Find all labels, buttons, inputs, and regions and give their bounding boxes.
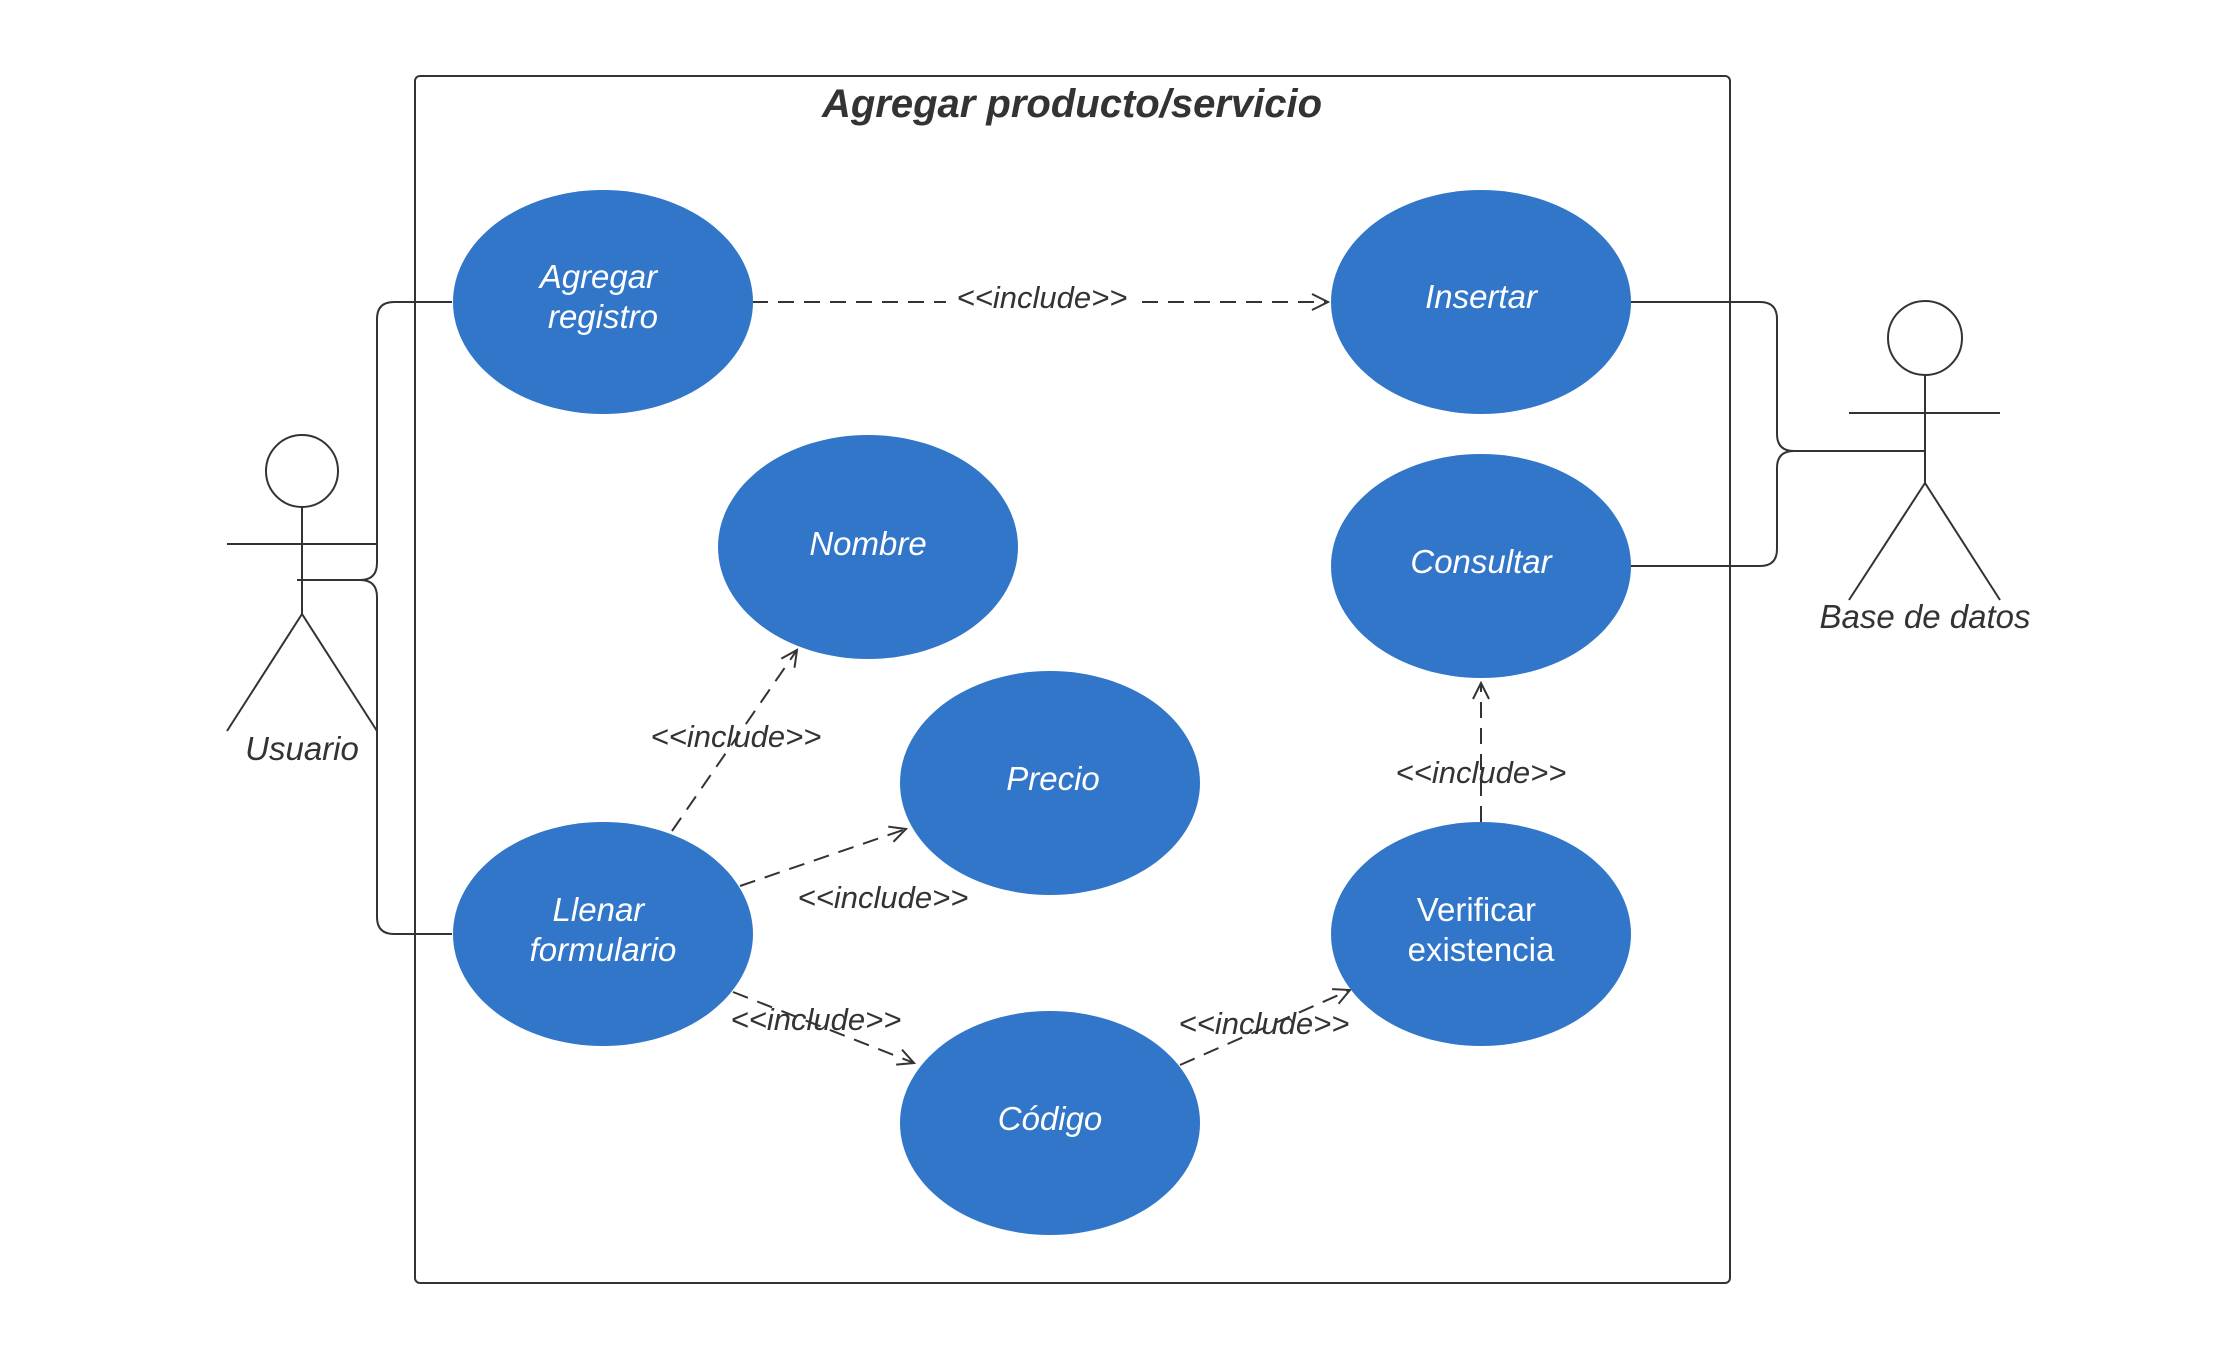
include-codigo-verificar	[1179, 990, 1350, 1066]
use-case-label-line1: Verificar	[1417, 891, 1536, 928]
use-case-precio[interactable]: Precio	[900, 671, 1200, 895]
association-usuario-llenar-formulario	[297, 579, 452, 935]
svg-text:Verificar existencia: Verificar existencia	[1408, 891, 1555, 968]
use-case-insertar[interactable]: Insertar	[1331, 190, 1631, 414]
actor-head	[265, 434, 339, 508]
svg-text:Agregar registro: Agregar registro	[538, 258, 667, 335]
actor-usuario	[226, 434, 378, 732]
use-case-label-line2: registro	[548, 298, 658, 335]
association-bd-insertar	[1630, 301, 1925, 452]
use-case-verificar-existencia[interactable]: Verificar existencia	[1331, 822, 1631, 1046]
include-labels: <<include>> <<include>> <<include>> <<in…	[651, 277, 1567, 1041]
include-label-llenar-precio: <<include>>	[798, 880, 969, 915]
use-case-agregar-registro[interactable]: Agregar registro	[453, 190, 753, 414]
actor-right-leg	[301, 613, 378, 732]
include-llenar-nombre	[671, 650, 797, 832]
use-case-label: Insertar	[1425, 278, 1539, 315]
use-case-llenar-formulario[interactable]: Llenar formulario	[453, 822, 753, 1046]
actor-right-leg	[1924, 482, 2001, 601]
use-case-label-line2: formulario	[530, 931, 677, 968]
system-boundary	[414, 75, 1731, 1284]
use-case-label-line1: Llenar	[553, 891, 647, 928]
include-label-verificar-consultar: <<include>>	[1396, 755, 1567, 790]
include-label-llenar-codigo: <<include>>	[731, 1002, 902, 1037]
include-label-codigo-verificar: <<include>>	[1179, 1006, 1350, 1041]
actor-base-de-datos-label: Base de datos	[1820, 598, 2031, 635]
include-llenar-precio	[739, 829, 906, 887]
use-case-consultar[interactable]: Consultar	[1331, 454, 1631, 678]
actor-left-leg	[1848, 482, 1926, 601]
include-label-bg	[946, 277, 1138, 317]
use-case-label-line2: existencia	[1408, 931, 1555, 968]
include-llenar-codigo	[732, 991, 914, 1063]
svg-text:Llenar formulario: Llenar formulario	[530, 891, 677, 968]
include-label-agregar-insertar: <<include>>	[957, 280, 1128, 315]
system-title: Agregar producto/servicio	[821, 82, 1322, 126]
actor-head	[1887, 300, 1963, 376]
association-bd-consultar	[1630, 450, 1795, 567]
association-usuario-agregar-registro	[297, 301, 452, 581]
use-case-label: Precio	[1006, 760, 1100, 797]
actor-usuario-label: Usuario	[245, 730, 359, 767]
use-case-label: Consultar	[1410, 543, 1553, 580]
use-case-label: Código	[998, 1100, 1103, 1137]
use-case-codigo[interactable]: Código	[900, 1011, 1200, 1235]
use-case-label: Nombre	[809, 525, 926, 562]
use-case-nombre[interactable]: Nombre	[718, 435, 1018, 659]
actor-left-leg	[226, 613, 303, 732]
actor-base-de-datos	[1848, 300, 2001, 601]
use-case-label-line1: Agregar	[538, 258, 659, 295]
include-label-llenar-nombre: <<include>>	[651, 719, 822, 754]
